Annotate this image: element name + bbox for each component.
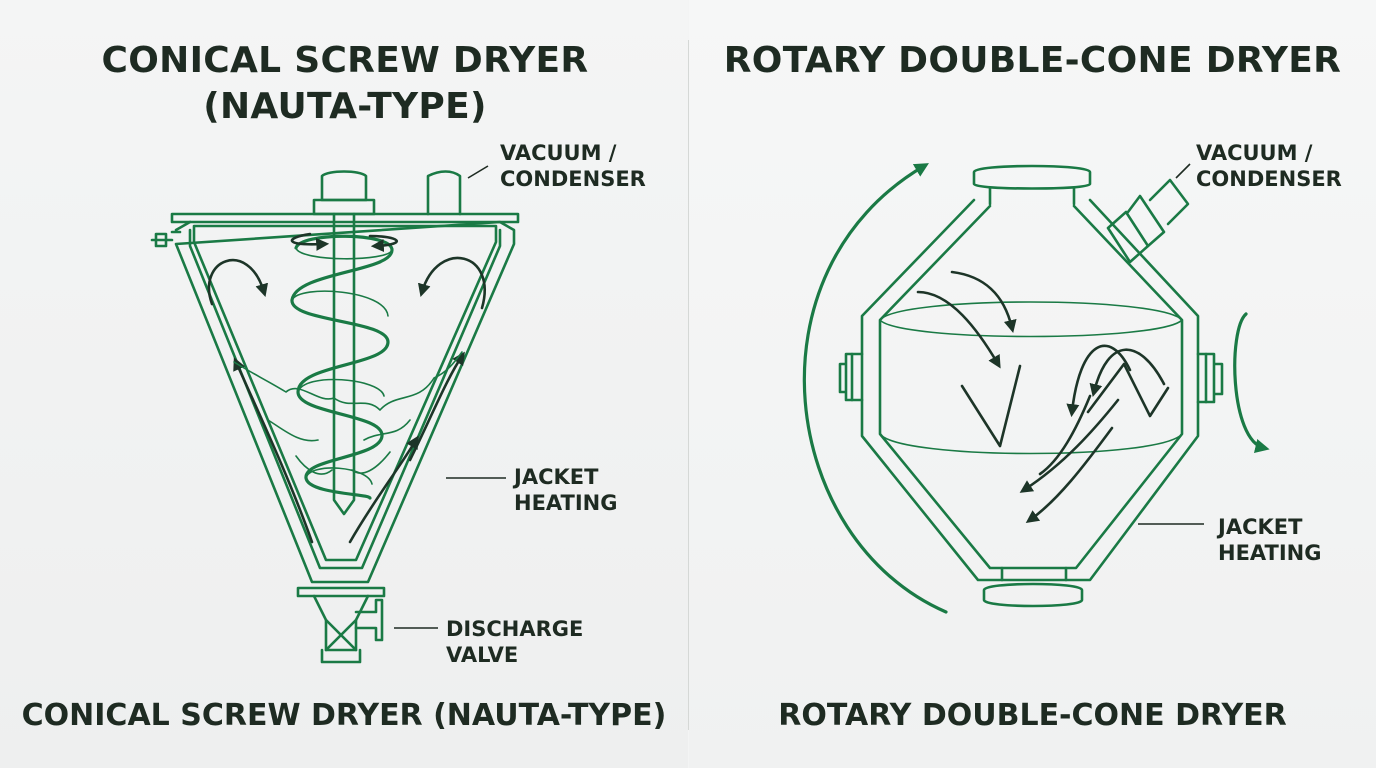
bottom-flange [296,586,386,598]
discharge-label: DISCHARGE VALVE [446,616,583,668]
rotation-arrow-right [368,234,399,253]
tumble-arrow-5 [1019,398,1120,493]
discharge-valve-x [324,618,358,652]
left-title-line1: CONICAL SCREW DRYER [101,40,589,81]
vacuum-nozzle [426,170,462,216]
rotation-arrow-small [1233,312,1270,453]
bottom-flange-right [982,582,1084,608]
discharge-line2: VALVE [446,643,519,667]
left-footer: CONICAL SCREW DRYER (NAUTA-TYPE) [21,698,667,733]
top-flange [972,164,1092,190]
right-vacuum-label: VACUUM / CONDENSER [1196,140,1342,192]
tumble-arrow-2 [916,290,1001,369]
discharge-pipe [354,598,384,642]
outer-shell [860,198,1200,582]
right-jacket-line1: JACKET [1218,515,1303,539]
tumble-arrow-3 [1066,344,1132,418]
rotation-arrow-large [802,163,948,614]
panel-divider [688,40,689,730]
right-jacket-line2: HEATING [1218,541,1322,565]
double-cone-dryer-drawing [802,163,1270,614]
inner-jacket [188,228,502,570]
band-top [879,301,1183,338]
helix-flight-back [291,247,393,485]
left-title-line2: (NAUTA-TYPE) [203,86,487,127]
discharge-line1: DISCHARGE [446,617,584,641]
helix-flight-front [290,234,394,500]
circulation-arrow-top-left [207,259,269,306]
left-jacket-line1: JACKET [514,465,599,489]
tumble-arrow-4 [1089,348,1166,398]
right-jacket-label: JACKET HEATING [1218,514,1322,566]
vessel-wall [192,224,498,562]
screw-shaft [332,212,356,516]
inner-shell [878,204,1184,570]
band-bottom [879,433,1183,455]
shaft-flange [312,198,376,216]
circulation-arrow-up-left [233,357,314,544]
tumble-zigzag [1086,362,1170,418]
bottom-neck [1000,566,1068,582]
vacuum-leader-left [467,165,489,179]
circulation-arrow-top-right [417,256,486,310]
discharge-base [320,648,362,664]
left-trunnion [838,352,864,402]
conical-screw-dryer-drawing [150,170,520,664]
tumble-arrow-7 [1038,394,1092,476]
right-footer: ROTARY DOUBLE-CONE DRYER [778,698,1287,733]
powder-surface [233,351,463,411]
left-vacuum-line1: VACUUM / [500,141,617,165]
vacuum-leader-right [1175,163,1191,179]
discharge-body [312,594,370,652]
outer-jacket [174,220,516,584]
powder-surface-3 [295,451,391,475]
left-vacuum-label: VACUUM / CONDENSER [500,140,646,192]
left-panel [0,0,688,768]
powder-surface-2 [267,419,411,442]
left-vacuum-line2: CONDENSER [500,167,646,191]
circulation-arrow-up-right-2 [408,351,465,462]
shaft-coupling [320,170,368,202]
left-title: CONICAL SCREW DRYER (NAUTA-TYPE) [0,38,690,130]
top-neck [988,186,1076,206]
left-jacket-label: JACKET HEATING [514,464,618,516]
tumble-arrow-1 [950,270,1017,334]
vacuum-port-flange [1126,194,1166,248]
right-vacuum-line2: CONDENSER [1196,167,1342,191]
circulation-arrow-up-right [348,435,419,544]
top-lid [170,212,520,224]
right-vacuum-line1: VACUUM / [1196,141,1313,165]
tumble-v [960,364,1022,448]
tumble-arrow-6 [1025,426,1114,524]
vacuum-port-pipe [1148,178,1190,226]
vacuum-port [1106,210,1150,264]
right-trunnion [1196,352,1224,404]
side-connector [150,230,182,248]
left-jacket-line2: HEATING [514,491,618,515]
rotation-arrow-left [290,232,330,251]
right-title: ROTARY DOUBLE-CONE DRYER [723,40,1342,81]
